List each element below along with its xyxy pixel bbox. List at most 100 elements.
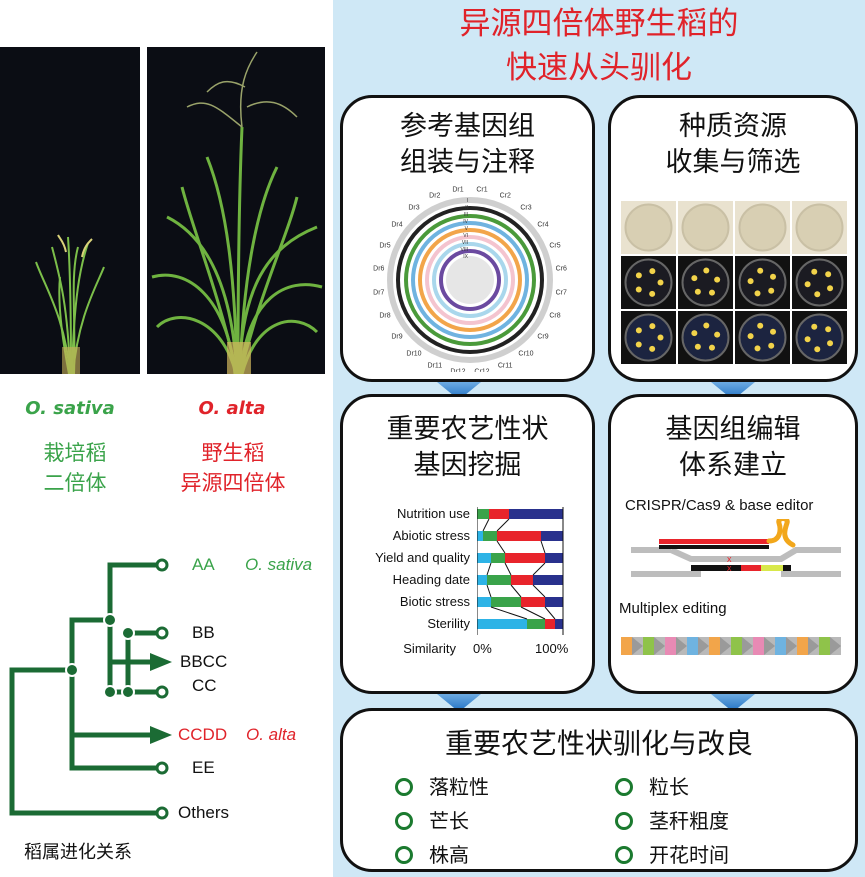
trait-label-heading: Heading date — [392, 572, 470, 587]
petri-dish — [681, 203, 730, 252]
array-segment — [797, 637, 808, 655]
domestication-box: 重要农艺性状驯化与改良 落粒性 芒长 株高 粒长 茎秆粗度 开花时间 — [340, 708, 858, 872]
circos-chr-label: Dr8 — [379, 313, 390, 320]
circos-track-label: VI — [463, 233, 468, 239]
bullet-circle-icon — [615, 811, 633, 830]
circos-track — [387, 197, 553, 363]
circos-track-label: IX — [463, 254, 468, 260]
callus — [754, 345, 761, 352]
svg-text:x: x — [727, 563, 732, 573]
sativa-ploidy: 二倍体 — [43, 471, 107, 495]
circos-track-label: VIII — [460, 247, 468, 253]
trait-text: 芒长 — [429, 809, 469, 833]
circos-chr-label: Cr5 — [549, 242, 560, 249]
circos-track — [439, 249, 501, 311]
callus — [657, 334, 664, 341]
tree-label-ee: EE — [192, 758, 215, 777]
alta-ploidy: 异源四倍体 — [180, 471, 286, 495]
bar-heading — [477, 575, 563, 585]
callus — [754, 290, 761, 297]
callus — [768, 287, 775, 294]
array-segment — [753, 637, 764, 655]
circos-chr-label: Dr7 — [373, 290, 384, 297]
circos-track — [396, 206, 544, 354]
callus — [827, 285, 834, 292]
callus — [635, 272, 642, 279]
alta-cn-label: 野生稻 异源四倍体 — [168, 438, 298, 498]
bullet-circle-icon — [395, 777, 413, 796]
petri-dish — [624, 203, 673, 252]
array-segment — [819, 637, 830, 655]
circos-chr-label: Cr12 — [474, 369, 489, 372]
bar-abiotic — [477, 531, 563, 541]
circos-track — [425, 235, 515, 325]
sativa-cn-label: 栽培稻 二倍体 — [10, 438, 140, 498]
petri-dish — [795, 258, 844, 307]
array-arrow — [654, 637, 665, 655]
callus — [768, 342, 775, 349]
callus — [649, 323, 656, 330]
bullet-circle-icon — [615, 845, 633, 864]
array-arrow — [742, 637, 753, 655]
callus — [747, 278, 754, 285]
multiplex-array — [621, 637, 841, 655]
circos-chr-label: Dr5 — [379, 242, 390, 249]
crispr-label: CRISPR/Cas9 & base editor — [625, 497, 814, 514]
array-arrow — [786, 637, 797, 655]
editing-title-line2: 体系建立 — [679, 450, 787, 481]
tree-label-ccdd-species: O. alta — [246, 725, 297, 744]
callus — [714, 331, 721, 338]
trait-label-abiotic: Abiotic stress — [392, 528, 470, 543]
callus — [635, 286, 642, 293]
main-title-line1: 异源四倍体野生稻的 — [459, 6, 739, 42]
callus — [770, 328, 777, 335]
array-segment — [709, 637, 720, 655]
trait-mining-box: 重要农艺性状 基因挖掘 Nutrition use Abiotic stress… — [340, 394, 595, 694]
circos-track-label: I — [467, 198, 468, 204]
callus — [649, 268, 656, 275]
circos-center — [446, 256, 494, 304]
callus — [825, 326, 832, 333]
left-panel: O. sativa O. alta 栽培稻 二倍体 野生稻 异源四倍体 — [0, 0, 333, 877]
trait-label-yield: Yield and quality — [375, 550, 470, 565]
circos-chr-label: Dr6 — [373, 265, 384, 272]
petri-dish — [795, 203, 844, 252]
circos-chr-label: Cr8 — [549, 313, 560, 320]
array-segment — [731, 637, 742, 655]
callus — [825, 271, 832, 278]
callus — [804, 281, 811, 288]
trait-item-awn: 芒长 — [395, 805, 469, 834]
array-segment — [643, 637, 654, 655]
trait-item-flowering: 开花时间 — [615, 839, 729, 868]
petri-dish — [681, 258, 730, 307]
bullet-circle-icon — [615, 777, 633, 796]
callus — [757, 322, 764, 329]
callus — [649, 345, 656, 352]
germplasm-plates — [621, 201, 847, 364]
array-arrow — [720, 637, 731, 655]
petri-dish — [624, 258, 673, 307]
tree-label-ccdd: CCDD — [178, 725, 228, 744]
phylogeny-tree — [9, 558, 172, 820]
callus — [649, 290, 656, 297]
circos-chr-label: Dr3 — [408, 205, 419, 212]
callus — [804, 336, 811, 343]
trait-text: 粒长 — [649, 775, 689, 799]
array-arrow — [632, 637, 643, 655]
callus — [694, 288, 701, 295]
petri-dish — [795, 313, 844, 362]
circos-chr-label: Cr1 — [476, 186, 487, 193]
tree-label-others: Others — [178, 803, 230, 822]
tree-label-cc: CC — [192, 676, 217, 695]
circos-chr-label: Dr12 — [450, 369, 465, 372]
array-arrow — [764, 637, 775, 655]
callus — [635, 341, 642, 348]
circos-track-label: VII — [462, 240, 468, 246]
callus — [747, 333, 754, 340]
callus — [657, 279, 664, 286]
editing-title-line1: 基因组编辑 — [665, 414, 801, 445]
circos-chr-label: Cr4 — [537, 221, 548, 228]
circos-chr-label: Cr6 — [556, 265, 567, 272]
traits-title-line1: 重要农艺性状 — [386, 414, 549, 445]
circos-track-label: II — [465, 205, 468, 211]
